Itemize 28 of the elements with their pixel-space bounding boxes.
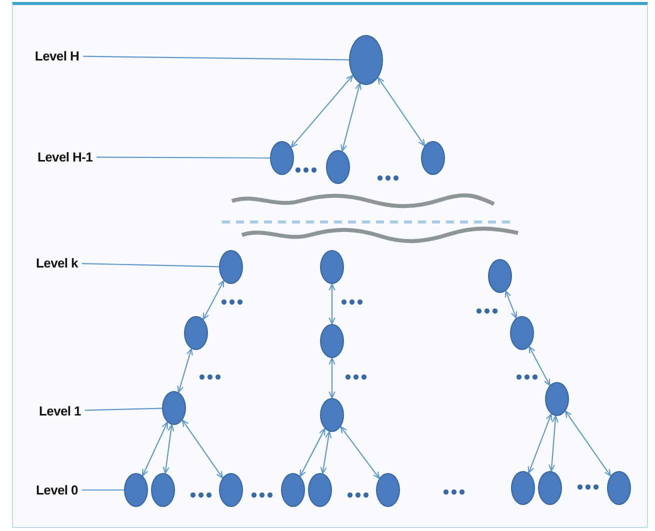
arrow (142, 422, 168, 476)
level-label: Level 0 (32, 482, 82, 498)
arrow (504, 290, 518, 319)
arrow (328, 357, 336, 399)
arrow (528, 346, 550, 386)
level-label: Level H (30, 48, 84, 64)
arrow (548, 415, 558, 472)
leader-line (83, 56, 349, 60)
arrow (182, 420, 224, 478)
arrow (378, 77, 426, 146)
leader-line (96, 156, 270, 158)
leader-line (84, 408, 162, 411)
arrow (340, 426, 380, 479)
arrow (340, 82, 362, 152)
arrow (162, 424, 174, 474)
leader-line (82, 489, 124, 491)
arrow (177, 348, 193, 393)
level-label: Level k (32, 256, 82, 270)
arrow (328, 283, 336, 325)
level-label: Level 1 (35, 404, 85, 418)
level-label: Level H-1 (33, 150, 97, 164)
arrow (290, 75, 354, 148)
leader-line (82, 263, 220, 268)
arrow (320, 431, 332, 474)
arrow (300, 428, 326, 477)
arrow (528, 413, 552, 474)
arrow (202, 280, 224, 320)
arrow (564, 410, 612, 476)
